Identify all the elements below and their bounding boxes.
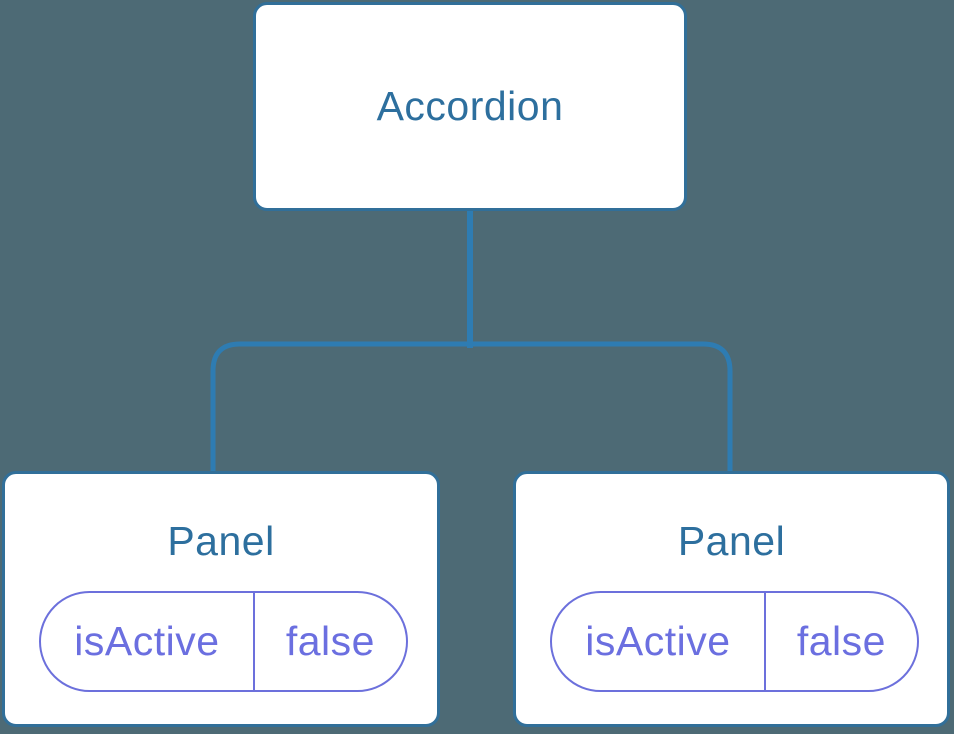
- panel-right-state-key: isActive: [552, 593, 766, 690]
- panel-left-state-pill: isActive false: [39, 591, 408, 692]
- panel-left-state-value: false: [285, 618, 375, 664]
- panel-node-left: Panel isActive false: [2, 471, 440, 727]
- panel-right-state-value: false: [796, 618, 886, 664]
- panel-node-right-label: Panel: [677, 518, 786, 564]
- panel-right-state-pill: isActive false: [550, 591, 919, 692]
- panel-node-right: Panel isActive false: [513, 471, 950, 727]
- panel-node-left-label: Panel: [167, 518, 275, 564]
- accordion-node: Accordion: [253, 2, 687, 211]
- panel-left-state-key: isActive: [41, 593, 255, 690]
- accordion-node-label: Accordion: [376, 83, 564, 129]
- branch-connector-bracket: [210, 341, 733, 476]
